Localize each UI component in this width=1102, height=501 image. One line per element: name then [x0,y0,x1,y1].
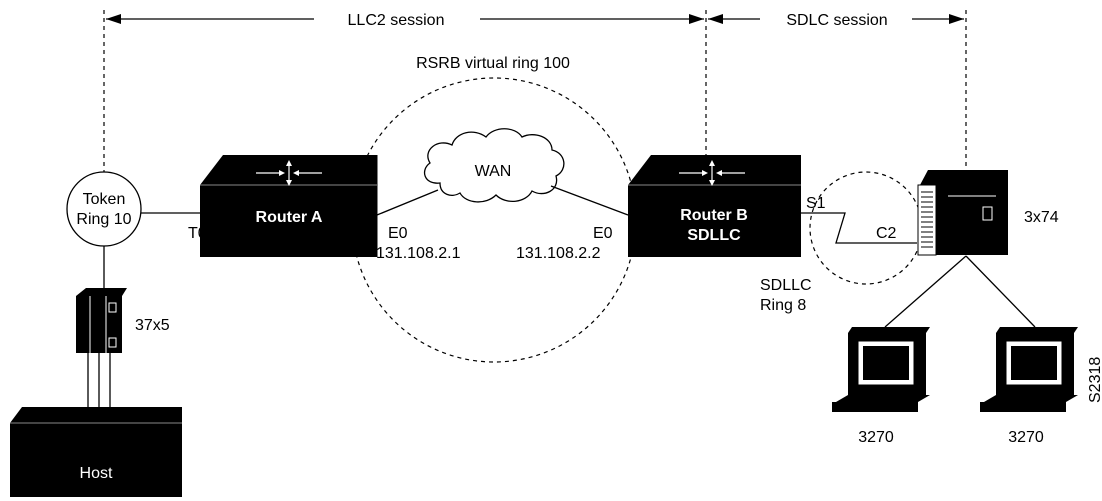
terminal-icon [832,327,930,412]
token-ring-label-2: Ring 10 [76,211,131,228]
terminal-1-label: 3270 [858,429,894,446]
host-label: Host [80,465,113,482]
sdlc-session-arrow [708,14,964,24]
sdllc-ring [809,171,923,285]
rsrb-virtual-ring [351,77,637,363]
router-icon [679,160,745,186]
terminal-1: 3270 [832,327,930,446]
sdllc-ring-label-1: SDLLC [760,277,812,294]
host-icon [10,407,182,497]
llc2-session-label: LLC2 session [348,12,445,29]
token-ring-label-1: Token [83,191,126,208]
fep-37x5: 37x5 [76,288,170,353]
terminal-2-label: 3270 [1008,429,1044,446]
wan-cloud: WAN [423,128,565,203]
sdlc-session-label: SDLC session [786,12,887,29]
router-a-port-e0: E0 [388,225,408,242]
controller-icon [917,170,1008,256]
fep-label: 37x5 [135,317,170,334]
sdllc-ring-label-2: Ring 8 [760,297,806,314]
host: Host [10,407,182,497]
serial-link-s1-c2 [801,212,917,244]
fep-icon [76,288,127,353]
router-b: Router B SDLLC [628,155,801,257]
router-b-mode: SDLLC [687,227,741,244]
terminal-2: 3270 [980,327,1078,446]
router-b-label: Router B [680,207,748,224]
controller-3x74: 3x74 [917,170,1059,256]
link-controller-terminal-2 [965,255,1036,328]
controller-label: 3x74 [1024,209,1059,226]
router-a-ip: 131.108.2.1 [376,245,461,262]
controller-port-c2: C2 [876,225,897,242]
figure-id: S2318 [1087,357,1102,403]
link-wan-router-b [550,185,629,216]
router-icon [256,160,322,186]
router-b-ip: 131.108.2.2 [516,245,601,262]
router-b-port-e0: E0 [593,225,613,242]
link-controller-terminal-1 [884,255,967,328]
token-ring-10 [66,171,142,247]
router-b-port-s1: S1 [806,195,826,212]
router-a-label: Router A [256,209,323,226]
llc2-session-arrow [106,14,704,24]
terminal-icon [980,327,1078,412]
wan-label: WAN [475,163,512,180]
link-router-a-wan [376,189,439,216]
rsrb-label: RSRB virtual ring 100 [416,55,570,72]
router-a: Router A [200,155,378,257]
